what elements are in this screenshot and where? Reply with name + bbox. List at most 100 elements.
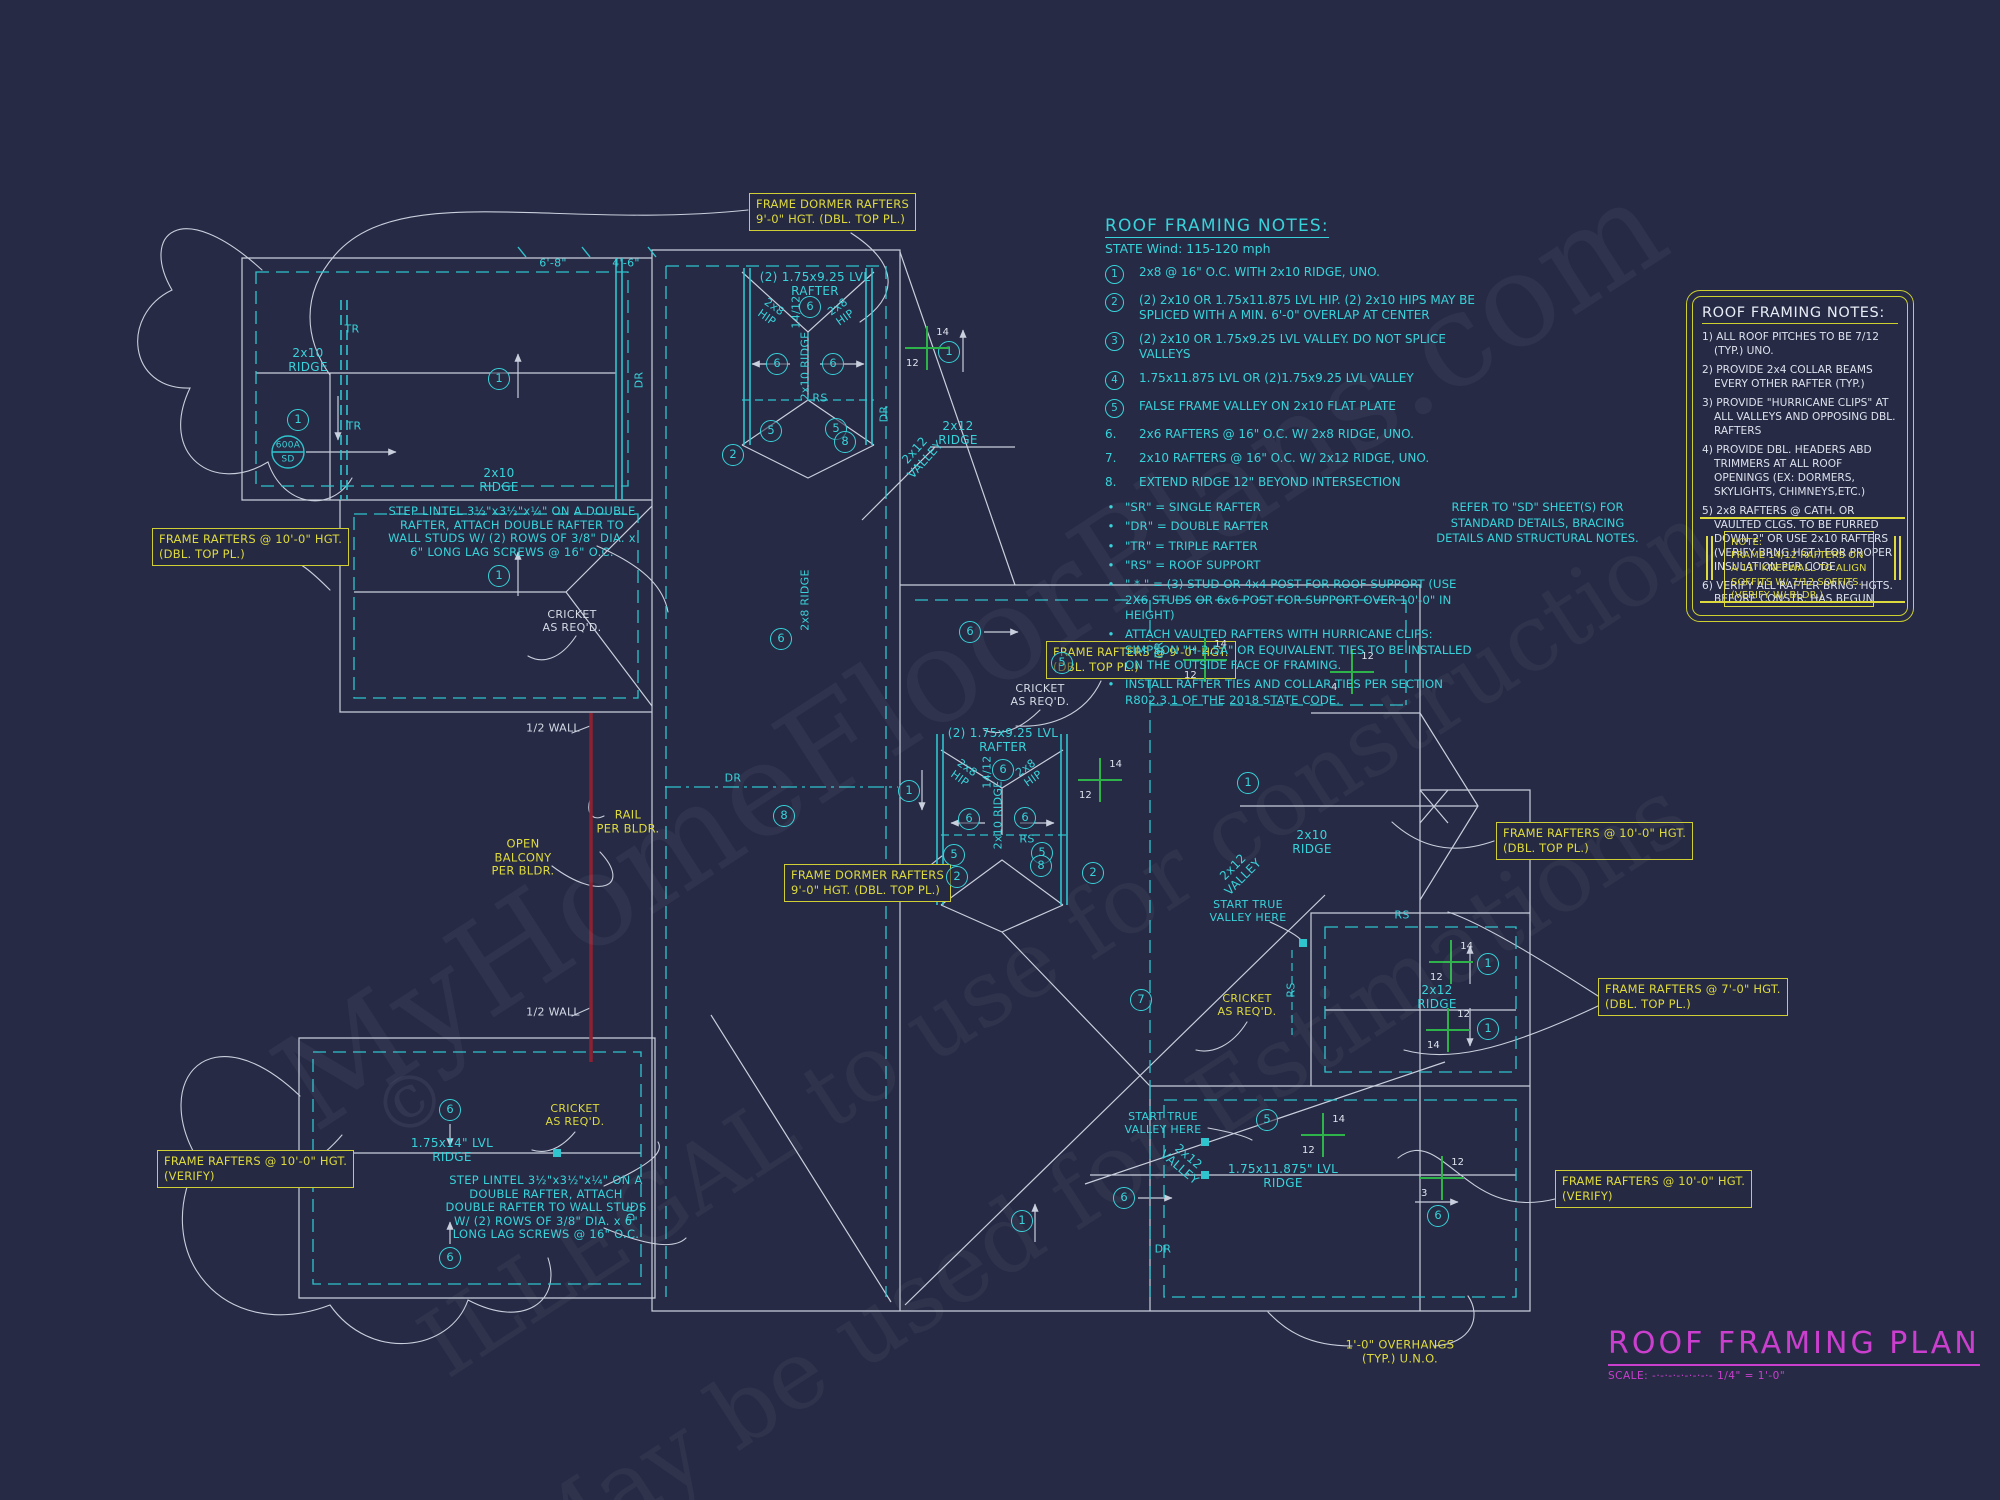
notes-item-key: 6.	[1105, 427, 1117, 441]
key-marker: 8	[773, 805, 795, 827]
plan-label: 600A	[275, 440, 301, 451]
tick-mark	[1711, 536, 1713, 580]
notes-bullet-text: INSTALL RAFTER TIES AND COLLAR TIES PER …	[1125, 677, 1443, 707]
notes-bullet: •ATTACH VAULTED RAFTERS WITH HURRICANE C…	[1105, 627, 1477, 673]
plan-label: DR	[1154, 1242, 1172, 1256]
notes-item-text: FALSE FRAME VALLEY ON 2x10 FLAT PLATE	[1139, 399, 1396, 413]
key-marker: 7	[1130, 989, 1152, 1011]
plan-label: DR	[624, 1204, 638, 1222]
plan-label: 2x10 RIDGE	[991, 780, 1005, 850]
pitch-marker-part: 12	[1430, 972, 1443, 983]
pitch-marker-part: 14	[1427, 1040, 1440, 1051]
plan-label: RAIL PER BLDR.	[596, 807, 660, 835]
pitch-marker-part	[1322, 1113, 1324, 1157]
frame-callout-box: FRAME RAFTERS @ 7'-0" HGT. (DBL. TOP PL.…	[1598, 978, 1788, 1016]
notes-box-item: 3) PROVIDE "HURRICANE CLIPS" AT ALL VALL…	[1702, 396, 1896, 437]
key-marker: 6	[958, 808, 980, 830]
plan-label: 1.75x11.875" LVL RIDGE	[1227, 1161, 1339, 1190]
notes-bullet: •"SR" = SINGLE RAFTER	[1107, 500, 1261, 514]
notes-box-item: 4) PROVIDE DBL. HEADERS ABD TRIMMERS AT …	[1702, 443, 1872, 498]
divider-line	[1700, 517, 1905, 519]
key-marker: 6	[992, 759, 1014, 781]
pitch-marker-part	[1441, 1156, 1443, 1200]
notes-item-key: 8.	[1105, 475, 1117, 489]
key-marker: 5	[760, 420, 782, 442]
notes-item-key: 7.	[1105, 451, 1117, 465]
notes-item-text: (2) 2x10 OR 1.75x9.25 LVL VALLEY. DO NOT…	[1139, 332, 1446, 361]
pitch-marker-part	[1447, 1008, 1449, 1052]
plan-label: START TRUE VALLEY HERE	[1124, 1110, 1202, 1136]
key-marker: 1	[938, 341, 960, 363]
plan-label: TR	[346, 419, 362, 433]
notes-subtitle: STATE Wind: 115-120 mph	[1105, 241, 1271, 256]
pitch-marker-part: 12	[1079, 790, 1092, 801]
notes-item: 3 (2) 2x10 OR 1.75x9.25 LVL VALLEY. DO NO…	[1105, 332, 1477, 362]
key-marker: 1	[488, 368, 510, 390]
key-marker: 1	[898, 780, 920, 802]
notes-item-key: 5	[1105, 399, 1131, 418]
key-marker: 5	[943, 844, 965, 866]
plan-label: 2x12 RIDGE	[1417, 982, 1457, 1011]
scale-value: 1/4" = 1'-0"	[1717, 1370, 1786, 1382]
notes-box-item: 2) PROVIDE 2x4 COLLAR BEAMS EVERY OTHER …	[1702, 363, 1873, 390]
key-marker: 1	[488, 565, 510, 587]
frame-callout-box: FRAME RAFTERS @ 10'-0" HGT. (DBL. TOP PL…	[1496, 822, 1694, 860]
notes-item: 8. EXTEND RIDGE 12" BEYOND INTERSECTION	[1105, 475, 1477, 490]
notes-box-item: 1) ALL ROOF PITCHES TO BE 7/12 (TYP.) UN…	[1702, 331, 1879, 357]
pitch-marker-part: 12	[1451, 1157, 1464, 1168]
pitch-marker-part: 14	[1109, 759, 1122, 770]
notes-bullet: •INSTALL RAFTER TIES AND COLLAR TIES PER…	[1105, 677, 1477, 708]
key-marker: 1	[1477, 953, 1499, 975]
plan-label: 2x10 RIDGE	[798, 331, 812, 401]
key-marker: 2	[946, 866, 968, 888]
sheet-title: ROOF FRAMING PLAN	[1608, 1326, 1980, 1366]
notes-item-text: 2x10 RAFTERS @ 16" O.C. W/ 2x12 RIDGE, U…	[1139, 451, 1430, 465]
plan-label: 1/2 WALL	[526, 1005, 580, 1019]
plan-label: 4'-6"	[612, 256, 640, 270]
key-marker: 2	[722, 444, 744, 466]
plan-label: STEP LINTEL 3½"x3½"x¼" ON A DOUBLE RAFTE…	[445, 1173, 647, 1242]
pitch-marker-part: 14	[1214, 639, 1227, 650]
notes-bullet-text: "SR" = SINGLE RAFTER	[1125, 500, 1261, 514]
plan-label: CRICKET AS REQ'D.	[545, 1102, 605, 1128]
key-marker: 8	[834, 431, 856, 453]
key-marker: 5	[1051, 652, 1073, 674]
plan-label: 1.75x14" LVL RIDGE	[410, 1135, 494, 1164]
roof-framing-notes-box: ROOF FRAMING NOTES: 1) ALL ROOF PITCHES …	[1686, 290, 1914, 623]
notes-bullet-text: " * " = (3) STUD OR 4x4 POST FOR ROOF SU…	[1125, 577, 1457, 622]
key-marker: 6	[959, 621, 981, 643]
plan-label: TR	[344, 322, 360, 336]
key-marker: 6	[1014, 807, 1036, 829]
notes-bullet-text: "TR" = TRIPLE RAFTER	[1125, 538, 1258, 553]
notes-box-title: ROOF FRAMING NOTES:	[1702, 305, 1898, 324]
notes-box-item: 5) 2x8 RAFTERS @ CATH. OR VAULTED CLGS. …	[1702, 504, 1893, 573]
pitch-marker-part: 12	[1302, 1145, 1315, 1156]
pitch-marker-part: 12	[1361, 651, 1374, 662]
pitch-marker-part	[1450, 940, 1452, 984]
notes-bullet-text: ATTACH VAULTED RAFTERS WITH HURRICANE CL…	[1125, 627, 1472, 672]
frame-callout-box: FRAME RAFTERS @ 10'-0" HGT. (VERIFY)	[157, 1150, 355, 1188]
sheet-scale: SCALE: -·-·-·-·-·-·-·- 1/4" = 1'-0"	[1608, 1370, 1980, 1382]
tick-mark	[1706, 536, 1708, 580]
notes-item-text: EXTEND RIDGE 12" BEYOND INTERSECTION	[1139, 475, 1401, 489]
key-marker: 6	[439, 1247, 461, 1269]
notes-item-key: 2	[1105, 293, 1131, 323]
pitch-marker-part: 12	[1457, 1009, 1470, 1020]
key-marker: 6	[766, 353, 788, 375]
frame-callout-box: FRAME DORMER RAFTERS 9'-0" HGT. (DBL. TO…	[784, 864, 951, 902]
plan-label: CRICKET AS REQ'D.	[1217, 992, 1277, 1018]
notes-item-key: 4	[1105, 371, 1131, 390]
frame-callout-box: FRAME DORMER RAFTERS 9'-0" HGT. (DBL. TO…	[749, 193, 916, 231]
roof-framing-notes-main: ROOF FRAMING NOTES: STATE Wind: 115-120 …	[1105, 216, 1477, 708]
notes-item-key: 3	[1105, 332, 1131, 362]
notes-item-text: (2) 2x10 OR 1.75x11.875 LVL HIP. (2) 2x1…	[1139, 293, 1475, 322]
pitch-marker: 14 12	[1429, 940, 1473, 984]
pitch-marker-part: 14	[1460, 941, 1473, 952]
